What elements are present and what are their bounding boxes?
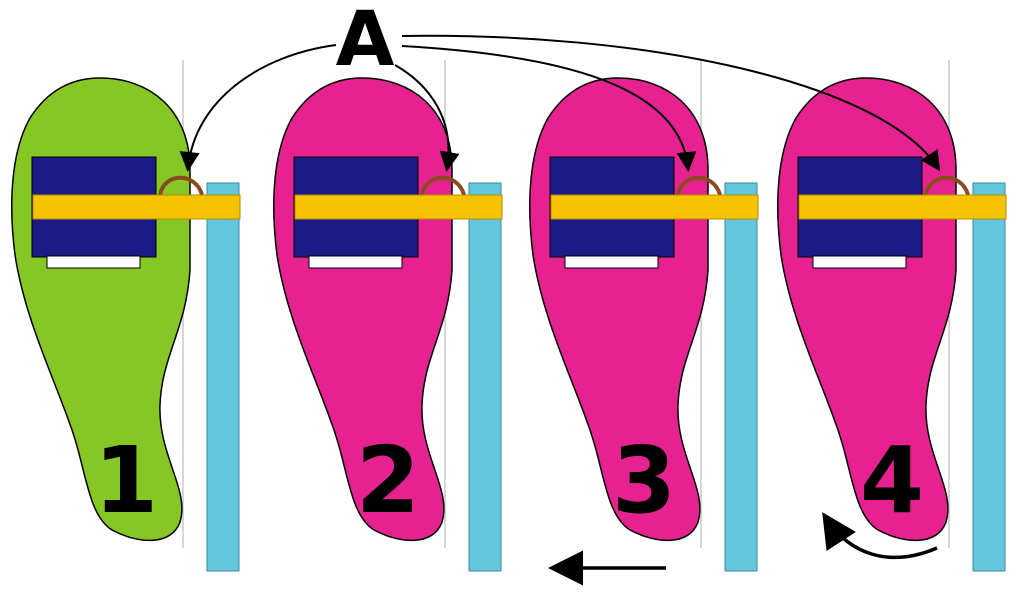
panel-number-4: 4 — [860, 427, 924, 534]
bar — [550, 194, 759, 220]
loop — [676, 175, 722, 196]
arrow-to-panel-2 — [394, 64, 460, 172]
bar — [294, 194, 503, 220]
label-a: A — [336, 0, 395, 83]
panel-3: 3 — [529, 60, 759, 572]
loop — [924, 175, 970, 196]
loop — [420, 175, 466, 196]
post — [724, 182, 758, 572]
loop — [158, 175, 204, 196]
post — [972, 182, 1006, 572]
panel-4: 4 — [777, 60, 1007, 572]
curved-arrow-icon — [822, 512, 938, 560]
panel-number-1: 1 — [94, 427, 158, 534]
arrow-to-panel-4 — [401, 34, 941, 172]
post — [468, 182, 502, 572]
slot — [46, 255, 141, 269]
panel-number-2: 2 — [356, 427, 420, 534]
bar — [32, 194, 241, 220]
arrow-to-panel-3 — [401, 45, 697, 172]
post — [206, 182, 240, 572]
panel-number-3: 3 — [612, 427, 676, 534]
slot — [564, 255, 659, 269]
slot — [812, 255, 907, 269]
arrow-to-panel-1 — [179, 44, 337, 172]
panel-2: 2 — [273, 60, 503, 572]
bar — [798, 194, 1007, 220]
slot — [308, 255, 403, 269]
panel-1: 1 — [11, 60, 241, 572]
